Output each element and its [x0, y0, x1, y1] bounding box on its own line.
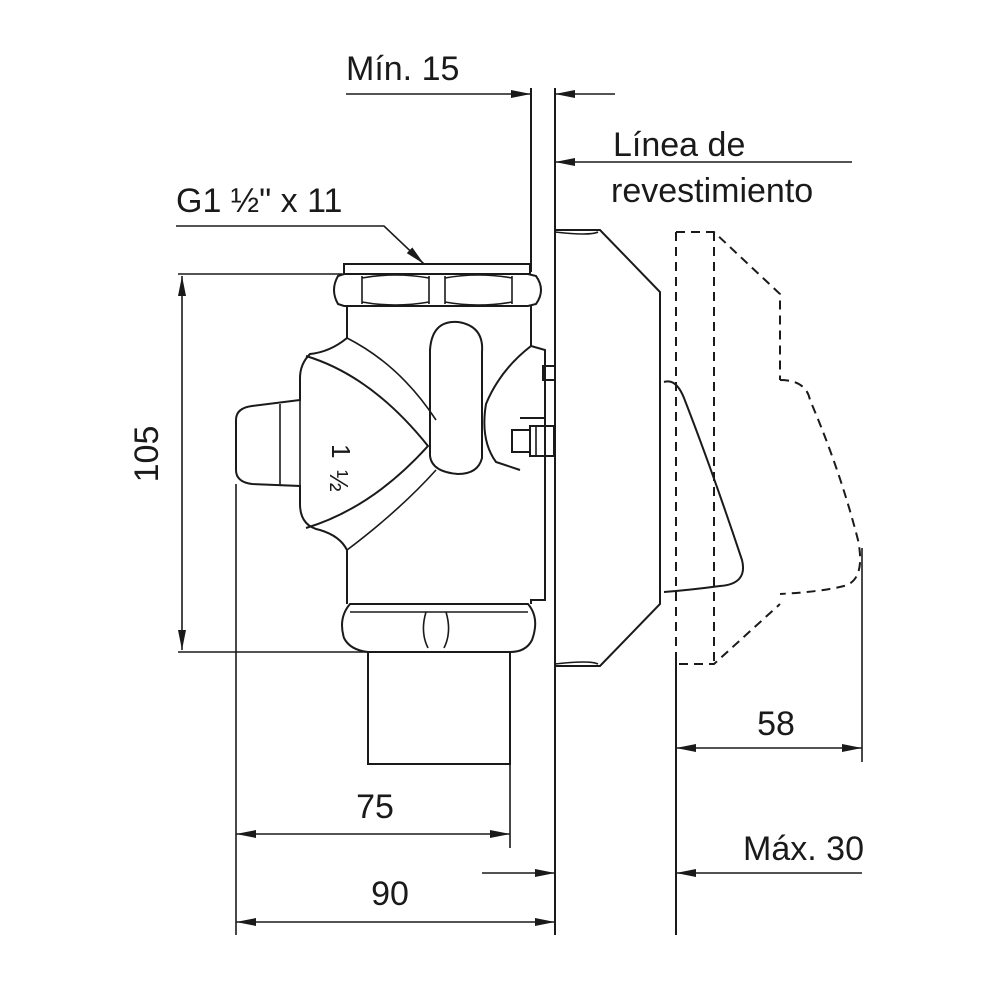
body-belly-curve: [305, 355, 430, 529]
max-coating-label: Máx. 30: [743, 830, 864, 868]
outlet-tube: [367, 652, 511, 765]
depth-90-label: 90: [371, 875, 409, 913]
front-plate: [555, 229, 661, 667]
dim-coating-line: Línea de revestimiento: [555, 126, 852, 210]
dashed-plate: [675, 231, 862, 665]
adjust-screw-head: [511, 429, 531, 453]
push-button: [663, 380, 744, 593]
dashed-button: [779, 379, 862, 595]
coating-line-label-2: revestimiento: [611, 172, 813, 210]
valve-casting: [235, 306, 546, 604]
hex-nut: [333, 263, 542, 307]
nut-top-ring: [343, 263, 531, 275]
adjust-screw-top: [542, 365, 556, 381]
valve-body: 1 ½: [235, 263, 556, 765]
oval-boss: [429, 320, 484, 476]
dim-depth-90: 90: [236, 869, 555, 926]
height-label: 105: [128, 426, 166, 483]
wall-lines: [530, 88, 677, 935]
body-size-whole: 1: [326, 444, 356, 458]
dim-face-58: 58: [676, 548, 863, 762]
dim-thread: G1 ½" x 11: [176, 182, 425, 265]
body-front-curve: [483, 345, 545, 471]
face-58-label: 58: [757, 705, 795, 743]
dim-min-15: Mín. 15: [346, 50, 615, 98]
dim-max-30: Máx. 30: [676, 830, 864, 877]
thread-label: G1 ½" x 11: [176, 182, 342, 220]
adjust-screw-nut: [529, 425, 555, 457]
nut-hex-band: [333, 273, 542, 307]
coating-line-label: Línea de: [613, 126, 745, 164]
depth-75-label: 75: [356, 788, 394, 826]
body-size-fraction: ½: [324, 470, 354, 492]
min-clearance-label: Mín. 15: [346, 50, 459, 88]
dim-height: 105: [128, 273, 368, 653]
dim-depth-75: 75: [235, 484, 511, 935]
